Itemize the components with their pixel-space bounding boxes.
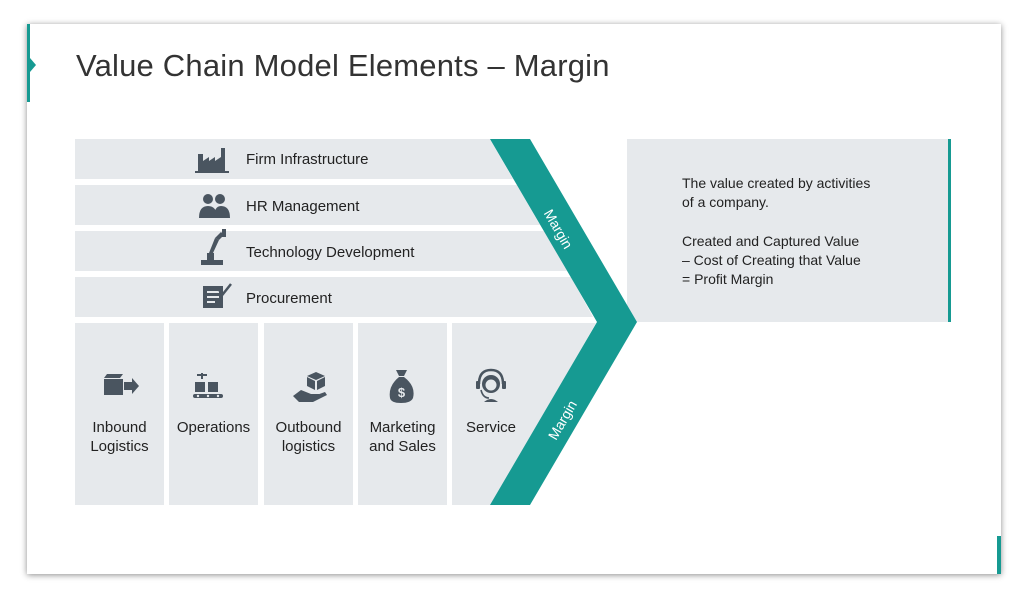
support-label-firm-infrastructure: Firm Infrastructure bbox=[246, 151, 369, 168]
conveyor-icon bbox=[193, 373, 223, 398]
support-row-2 bbox=[75, 185, 540, 225]
support-row-1 bbox=[75, 139, 513, 179]
primary-label-inbound-logistics: Inbound Logistics bbox=[90, 419, 149, 455]
margin-description: The value created by activities of a com… bbox=[682, 174, 870, 309]
primary-col-1 bbox=[75, 323, 164, 505]
primary-col-3 bbox=[264, 323, 353, 505]
margin-chevron bbox=[490, 139, 637, 505]
right-accent-bar bbox=[997, 536, 1001, 574]
primary-label-service: Service bbox=[465, 419, 517, 436]
primary-col-5 bbox=[452, 323, 596, 505]
document-check-icon bbox=[203, 283, 232, 308]
left-accent-bar bbox=[27, 24, 30, 102]
headset-icon bbox=[476, 368, 506, 402]
value-chain-diagram: $ bbox=[75, 139, 951, 505]
support-label-procurement: Procurement bbox=[246, 290, 332, 307]
description-panel bbox=[627, 139, 950, 322]
primary-label-marketing-sales: Marketing and Sales bbox=[369, 419, 436, 455]
money-bag-icon: $ bbox=[389, 370, 414, 403]
primary-col-4 bbox=[358, 323, 447, 505]
support-label-hr-management: HR Management bbox=[246, 198, 360, 215]
robot-arm-icon bbox=[201, 229, 226, 265]
svg-text:$: $ bbox=[398, 385, 406, 400]
slide-title: Value Chain Model Elements – Margin bbox=[76, 48, 610, 83]
support-row-3 bbox=[75, 231, 567, 271]
primary-label-operations: Operations bbox=[176, 419, 251, 436]
factory-icon bbox=[195, 148, 229, 173]
support-label-technology-development: Technology Development bbox=[246, 244, 415, 261]
slide: Value Chain Model Elements – Margin bbox=[27, 24, 1001, 574]
description-definition: The value created by activities of a com… bbox=[682, 175, 871, 210]
left-accent-arrow bbox=[30, 58, 36, 72]
description-formula: Created and Captured Value – Cost of Cre… bbox=[682, 233, 861, 287]
support-row-4 bbox=[75, 277, 593, 317]
primary-col-2 bbox=[169, 323, 258, 505]
people-icon bbox=[199, 194, 230, 218]
hand-box-icon bbox=[293, 372, 327, 402]
description-panel-edge bbox=[948, 139, 951, 322]
primary-label-outbound-logistics: Outbound logistics bbox=[275, 419, 342, 455]
box-arrow-icon bbox=[104, 374, 139, 395]
